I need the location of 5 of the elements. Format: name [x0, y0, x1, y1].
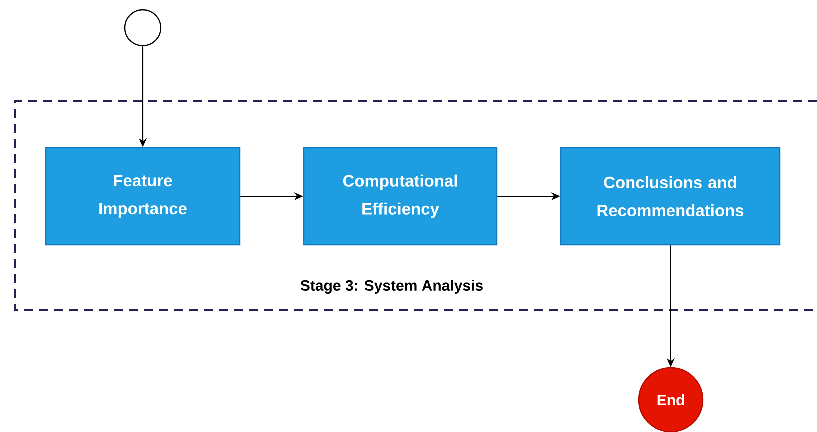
process-box: Computational Efficiency: [303, 147, 498, 246]
group-label: Stage 3: System Analysis: [300, 280, 483, 294]
start-circle: [124, 9, 162, 47]
process-box: Conclusions and Recommendations: [560, 147, 781, 246]
process-box: Feature Importance: [45, 147, 241, 246]
